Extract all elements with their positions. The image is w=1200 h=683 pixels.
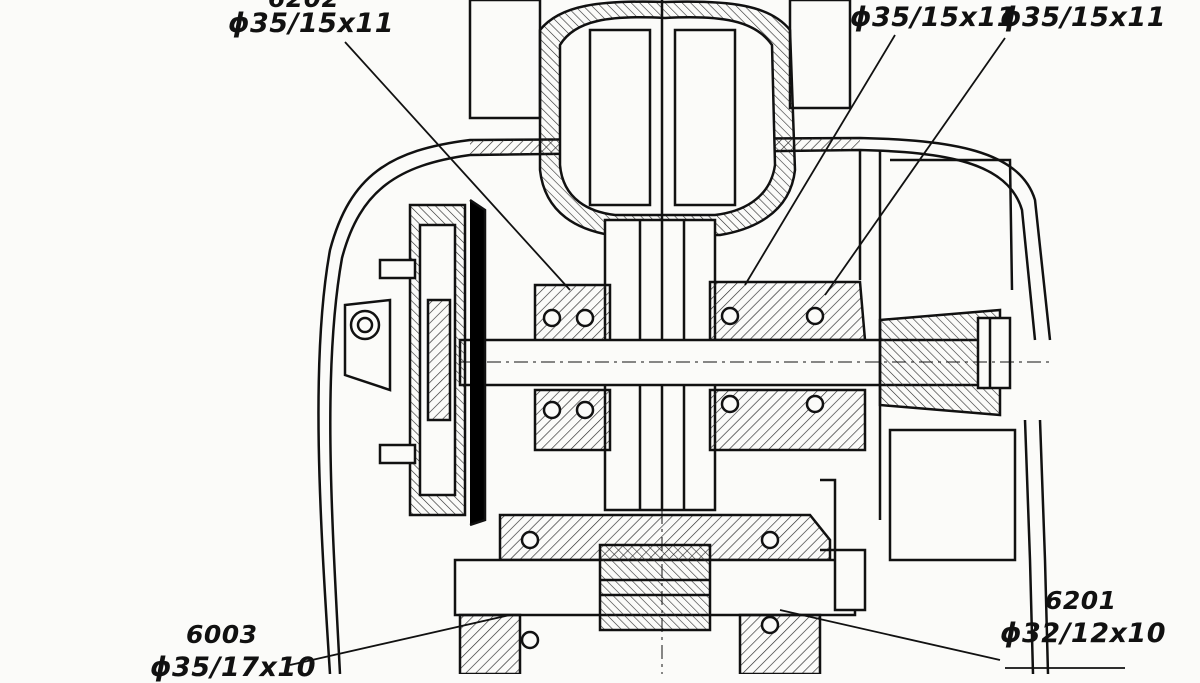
bearing-dimension-top-left: ϕ35/15x11 (228, 8, 394, 39)
bearing-dimension-top-middle: ϕ35/15x11 (850, 2, 1016, 33)
right-housing-details (820, 150, 1017, 562)
bearing-dimension-top-right: ϕ35/15x11 (1000, 2, 1166, 33)
bearing-code-bottom-right: 6201 (1045, 586, 1117, 615)
bearing-dimension-bottom-right: ϕ32/12x10 (1000, 618, 1166, 649)
leader-lines (289, 34, 1125, 669)
bearing-code-top-left: 6202 (268, 0, 340, 13)
left-bearing-block (533, 283, 612, 452)
outer-housing (317, 136, 1052, 674)
bearing-dimension-bottom-left: ϕ35/17x10 (150, 652, 316, 683)
lower-gear-train (453, 510, 867, 674)
rotor-housing (468, 0, 852, 237)
right-bearing-block (708, 280, 867, 452)
clutch-assembly (343, 198, 487, 527)
bearing-code-bottom-left: 6003 (186, 620, 258, 649)
main-shaft (458, 308, 1050, 417)
